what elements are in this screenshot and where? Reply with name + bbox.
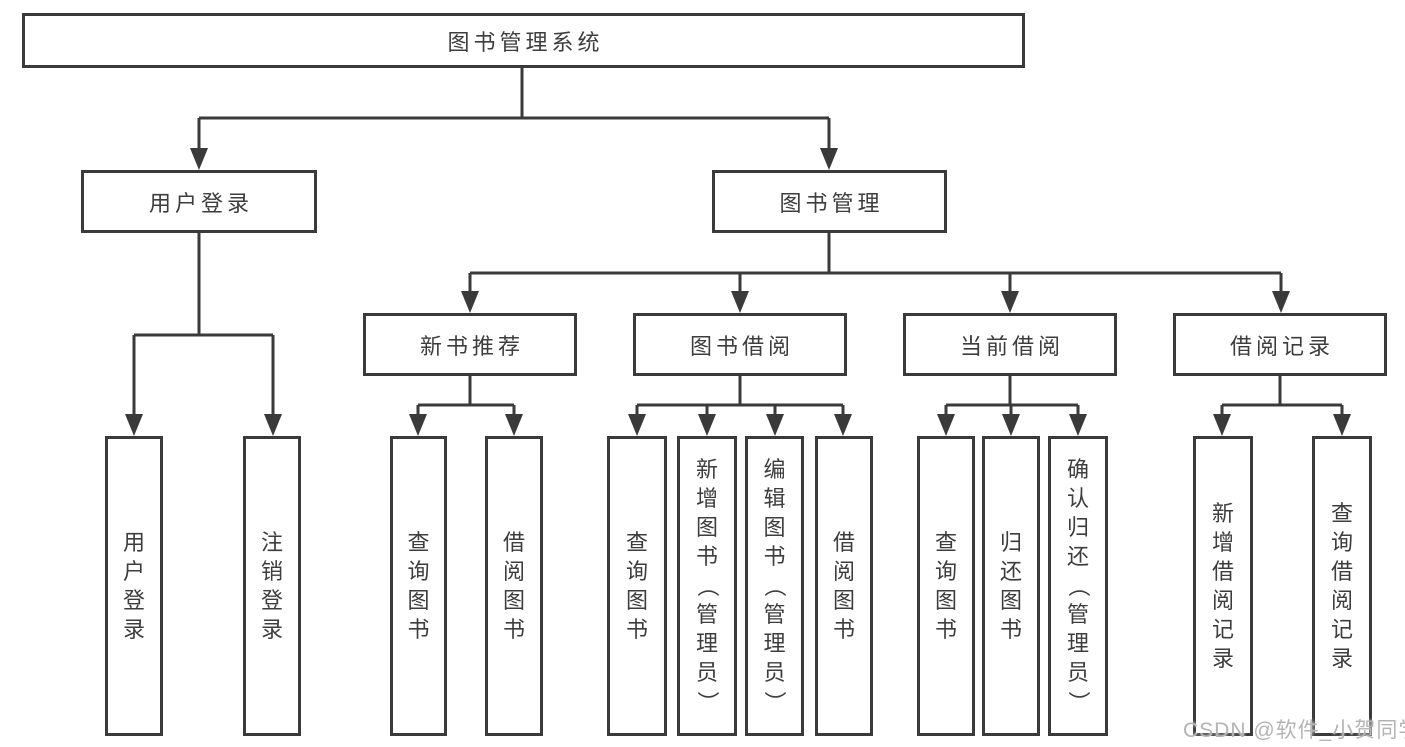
leaf-user-login-label: 用户登录	[122, 529, 145, 642]
leaf-logout: 注销登录	[243, 436, 301, 736]
leaf-query-books-current: 查询图书	[917, 436, 975, 736]
node-book-management: 图书管理	[712, 170, 947, 233]
leaf-borrow-books-recommend-label: 借阅图书	[502, 529, 525, 642]
node-borrowing-records: 借阅记录	[1173, 313, 1387, 376]
leaf-borrow-books-label: 借阅图书	[832, 529, 855, 642]
leaf-query-borrow-record: 查询借阅记录	[1312, 436, 1372, 736]
node-user-login: 用户登录	[81, 170, 317, 233]
leaf-add-books-admin-label: 新增图书（管理员）	[694, 457, 720, 714]
leaf-logout-label: 注销登录	[260, 529, 283, 642]
node-book-borrowing-label: 图书借阅	[689, 333, 794, 359]
csdn-watermark: CSDN @软件_小贺同学	[1183, 719, 1405, 742]
node-book-management-label: 图书管理	[779, 190, 884, 216]
node-root-label: 图书管理系统	[447, 29, 604, 55]
leaf-edit-books-admin-label: 编辑图书（管理员）	[762, 457, 788, 714]
leaf-edit-books-admin: 编辑图书（管理员）	[745, 436, 804, 736]
leaf-query-books-borrowing-label: 查询图书	[625, 529, 648, 642]
leaf-confirm-return-admin: 确认归还（管理员）	[1048, 436, 1108, 736]
leaf-query-books-current-label: 查询图书	[934, 529, 957, 642]
leaf-query-books-recommend: 查询图书	[390, 436, 447, 736]
leaf-borrow-books-recommend: 借阅图书	[485, 436, 543, 736]
leaf-borrow-books: 借阅图书	[815, 436, 873, 736]
leaf-return-books-label: 归还图书	[999, 529, 1022, 642]
leaf-query-borrow-record-label: 查询借阅记录	[1330, 500, 1353, 671]
node-current-borrowing-label: 当前借阅	[959, 333, 1064, 359]
leaf-add-borrow-record-label: 新增借阅记录	[1211, 500, 1234, 671]
node-borrowing-records-label: 借阅记录	[1229, 333, 1334, 359]
leaf-add-books-admin: 新增图书（管理员）	[677, 436, 737, 736]
leaf-add-borrow-record: 新增借阅记录	[1193, 436, 1253, 736]
leaf-query-books-borrowing: 查询图书	[607, 436, 667, 736]
leaf-query-books-recommend-label: 查询图书	[407, 529, 430, 642]
node-book-borrowing: 图书借阅	[633, 313, 847, 376]
leaf-user-login: 用户登录	[105, 436, 163, 736]
leaf-confirm-return-admin-label: 确认归还（管理员）	[1065, 457, 1091, 714]
node-root-library-system: 图书管理系统	[22, 13, 1025, 68]
node-current-borrowing: 当前借阅	[903, 313, 1117, 376]
node-user-login-label: 用户登录	[148, 190, 253, 216]
node-new-book-recommend-label: 新书推荐	[419, 333, 524, 359]
node-new-book-recommend: 新书推荐	[363, 313, 577, 376]
leaf-return-books: 归还图书	[982, 436, 1040, 736]
